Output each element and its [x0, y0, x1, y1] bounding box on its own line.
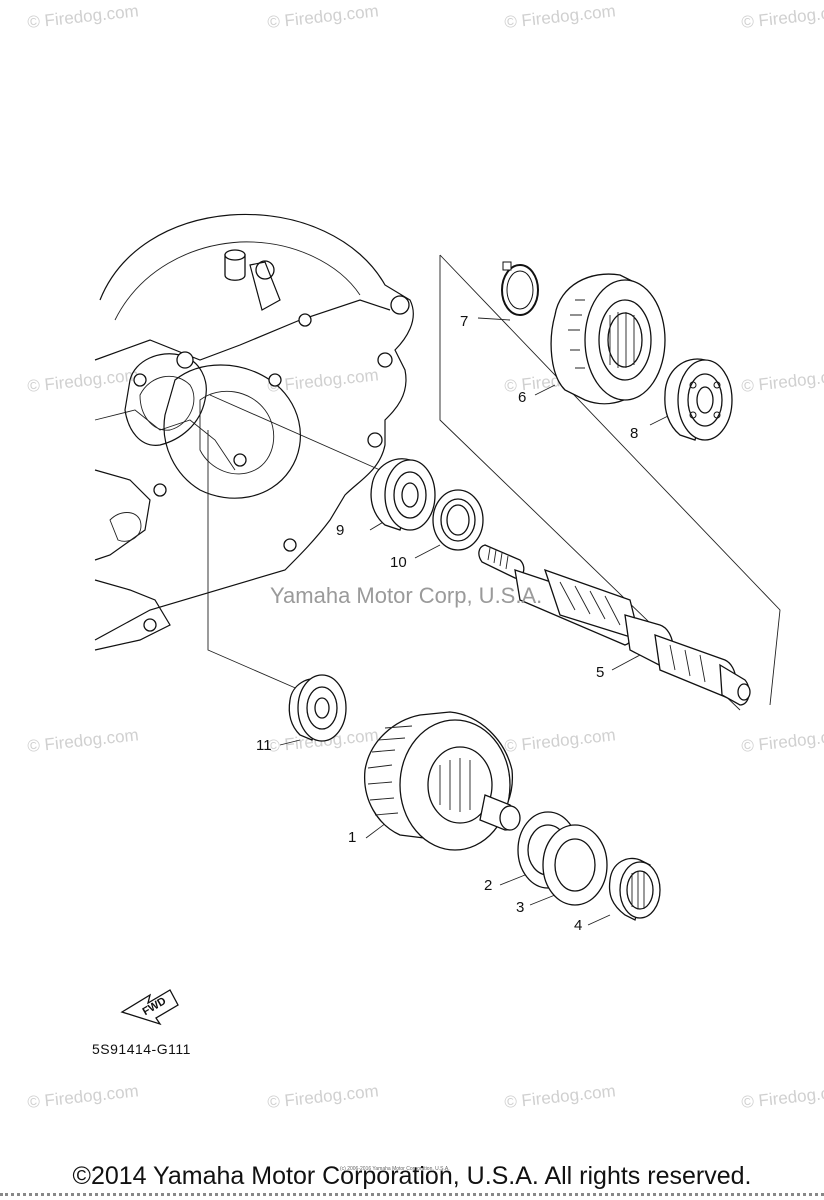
callout-8: 8: [630, 425, 638, 442]
part-7-circlip: [501, 261, 539, 316]
watermark: © Firedog.com: [26, 365, 139, 396]
part-11-bearing: [288, 674, 347, 742]
watermark: © Firedog.com: [26, 1, 139, 32]
watermark: © Firedog.com: [26, 725, 139, 756]
center-watermark: Yamaha Motor Corp, U.S.A.: [270, 583, 542, 608]
callout-9: 9: [336, 522, 344, 539]
watermark: © Firedog.com: [266, 1081, 379, 1112]
watermark: © Firedog.com: [503, 1081, 616, 1112]
watermark-layer: © Firedog.com © Firedog.com © Firedog.co…: [26, 1, 824, 1112]
watermark: © Firedog.com: [26, 1081, 139, 1112]
callout-1: 1: [348, 829, 356, 846]
watermark: © Firedog.com: [740, 365, 824, 396]
callout-11: 11: [256, 737, 272, 754]
fwd-arrow-icon: FWD: [120, 989, 179, 1026]
watermark: © Firedog.com: [266, 1, 379, 32]
part-3-washer: [542, 824, 608, 906]
watermark: © Firedog.com: [740, 725, 824, 756]
part-1-driven-gear: [364, 711, 521, 851]
callout-labels: 1 2 3 4 5 6 7 8 9 10 11: [256, 313, 638, 934]
part-6-gear-hub: [550, 273, 666, 405]
diagram-code: 5S91414-G111: [92, 1041, 191, 1057]
watermark: © Firedog.com: [503, 725, 616, 756]
part-9-bearing: [370, 458, 436, 531]
callout-2: 2: [484, 877, 492, 894]
watermark: © Firedog.com: [503, 1, 616, 32]
callout-3: 3: [516, 899, 524, 916]
crankcase-housing: [94, 213, 414, 651]
callout-7: 7: [460, 313, 468, 330]
callout-5: 5: [596, 664, 604, 681]
tiny-notice: (c) 2006-2016 Yamaha Motor Corporation, …: [340, 1166, 450, 1172]
copyright-notice: ©2014 Yamaha Motor Corporation, U.S.A. A…: [72, 1162, 752, 1190]
callout-10: 10: [390, 554, 407, 571]
part-10-oil-seal: [432, 489, 484, 551]
part-4-needle-bearing: [608, 857, 661, 921]
watermark: © Firedog.com: [740, 1081, 824, 1112]
part-8-bearing: [664, 358, 733, 441]
watermark: © Firedog.com: [740, 1, 824, 32]
part-5-shaft: [478, 544, 751, 706]
callout-6: 6: [518, 389, 526, 406]
callout-4: 4: [574, 917, 582, 934]
bottom-divider: [0, 1193, 824, 1200]
